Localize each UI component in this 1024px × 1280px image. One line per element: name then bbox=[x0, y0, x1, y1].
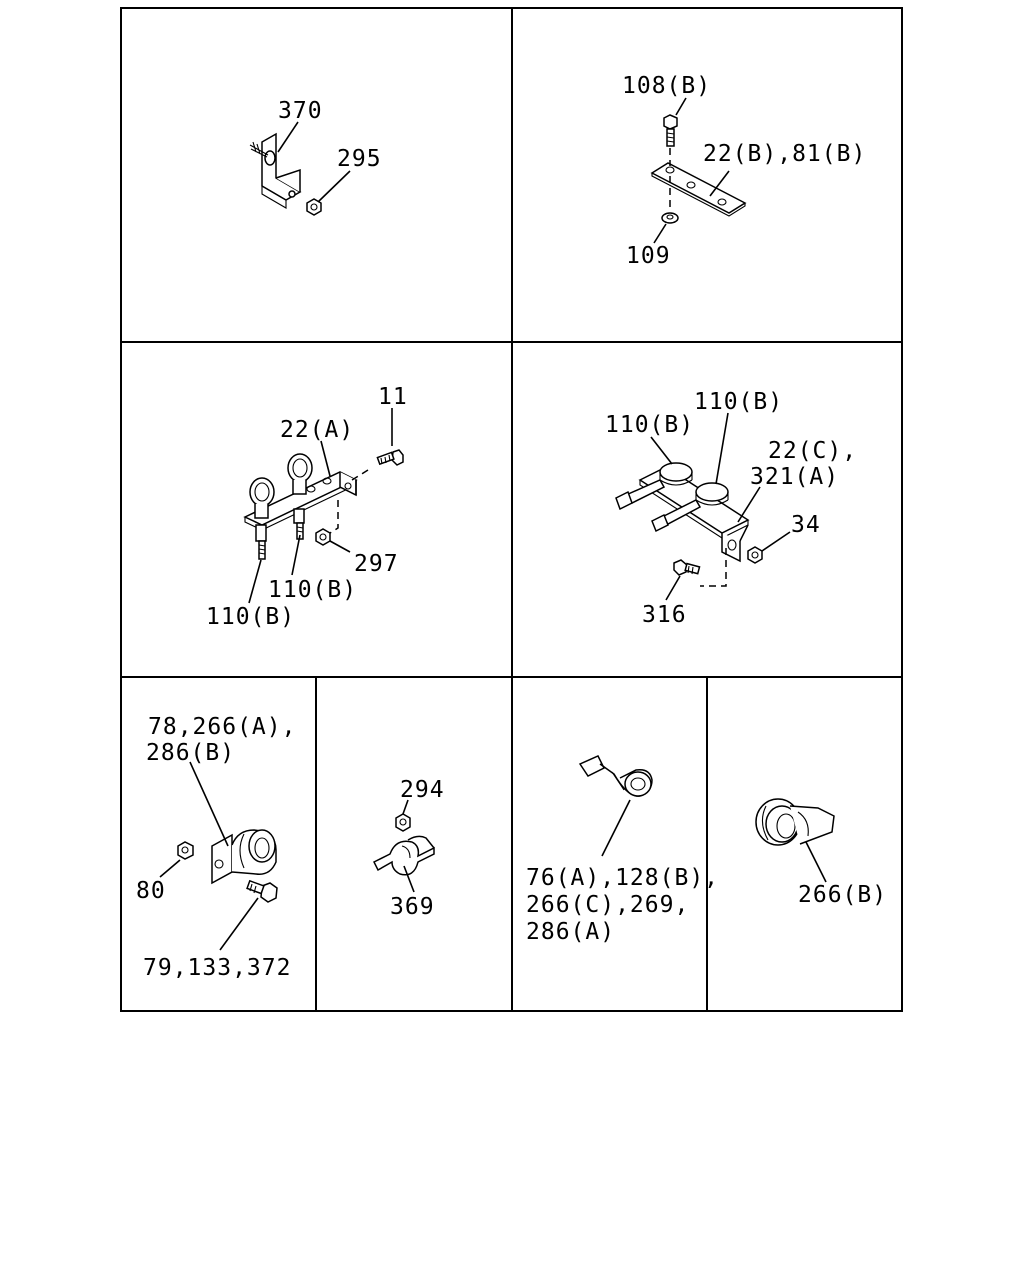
label-316: 316 bbox=[642, 602, 687, 628]
panel-1: 370 295 bbox=[249, 98, 382, 216]
panel-2: 108(B) 22(B),81(B) 109 bbox=[622, 73, 866, 269]
label-34: 34 bbox=[791, 512, 821, 538]
nut-294-drawing bbox=[395, 813, 411, 832]
label-294: 294 bbox=[400, 777, 445, 803]
nut-80-drawing bbox=[177, 841, 194, 860]
nut-109-drawing bbox=[661, 212, 679, 224]
label-110b-left: 110(B) bbox=[605, 412, 694, 438]
label-22c: 22(C), bbox=[768, 438, 857, 464]
label-286b: 286(B) bbox=[146, 740, 235, 766]
label-78-266a: 78,266(A), bbox=[148, 714, 296, 740]
plate-22b-drawing bbox=[650, 162, 747, 217]
label-266c-269: 266(C),269, bbox=[526, 892, 689, 918]
label-108b: 108(B) bbox=[622, 73, 711, 99]
bolt-11-drawing bbox=[376, 449, 404, 466]
clamp-110b-upper-drawing bbox=[615, 462, 693, 511]
clamp-266b-drawing bbox=[755, 798, 835, 846]
label-266b: 266(B) bbox=[798, 882, 887, 908]
label-79-133-372: 79,133,372 bbox=[143, 955, 291, 981]
nut-297-drawing bbox=[315, 528, 331, 546]
panel-7: 76(A),128(B), 266(C),269, 286(A) bbox=[526, 755, 719, 945]
panel-4: 110(B) 110(B) 22(C), 321(A) 34 316 bbox=[605, 389, 857, 628]
bracket-370-drawing bbox=[249, 132, 302, 209]
label-11: 11 bbox=[378, 384, 408, 410]
clamp-110b-lower-drawing bbox=[651, 482, 729, 533]
label-22a: 22(A) bbox=[280, 417, 354, 443]
bolt-79-drawing bbox=[246, 879, 278, 903]
nut-295-drawing bbox=[306, 198, 322, 216]
clip-369-drawing bbox=[372, 835, 435, 876]
nut-34-drawing bbox=[747, 546, 763, 564]
clamp-110b-left-drawing bbox=[249, 477, 275, 560]
bracket-22a-drawing bbox=[243, 471, 358, 531]
bolt-316-drawing bbox=[673, 559, 701, 576]
label-22b-81b: 22(B),81(B) bbox=[703, 141, 866, 167]
label-321a: 321(A) bbox=[750, 464, 839, 490]
label-286a: 286(A) bbox=[526, 919, 615, 945]
label-110b-lower: 110(B) bbox=[206, 604, 295, 630]
label-110b-right: 110(B) bbox=[694, 389, 783, 415]
bolt-108b-drawing bbox=[663, 114, 678, 147]
label-80: 80 bbox=[136, 878, 166, 904]
label-370: 370 bbox=[278, 98, 323, 124]
label-295: 295 bbox=[337, 146, 382, 172]
clamp-76a-drawing bbox=[578, 755, 653, 797]
clamp-110b-right-drawing bbox=[287, 453, 313, 540]
panel-grid bbox=[120, 7, 903, 1012]
label-110b-upper: 110(B) bbox=[268, 577, 357, 603]
panel-8: 266(B) bbox=[755, 798, 887, 908]
panel-3: 11 22(A) 297 110(B) 110(B) bbox=[206, 384, 408, 630]
clamp-78-drawing bbox=[211, 829, 277, 885]
label-369: 369 bbox=[390, 894, 435, 920]
panel-6: 294 369 bbox=[372, 777, 445, 920]
label-297: 297 bbox=[354, 551, 399, 577]
label-76a-128b: 76(A),128(B), bbox=[526, 865, 719, 891]
label-109: 109 bbox=[626, 243, 671, 269]
panel-5: 78,266(A), 286(B) 80 79,133,372 bbox=[136, 714, 296, 981]
